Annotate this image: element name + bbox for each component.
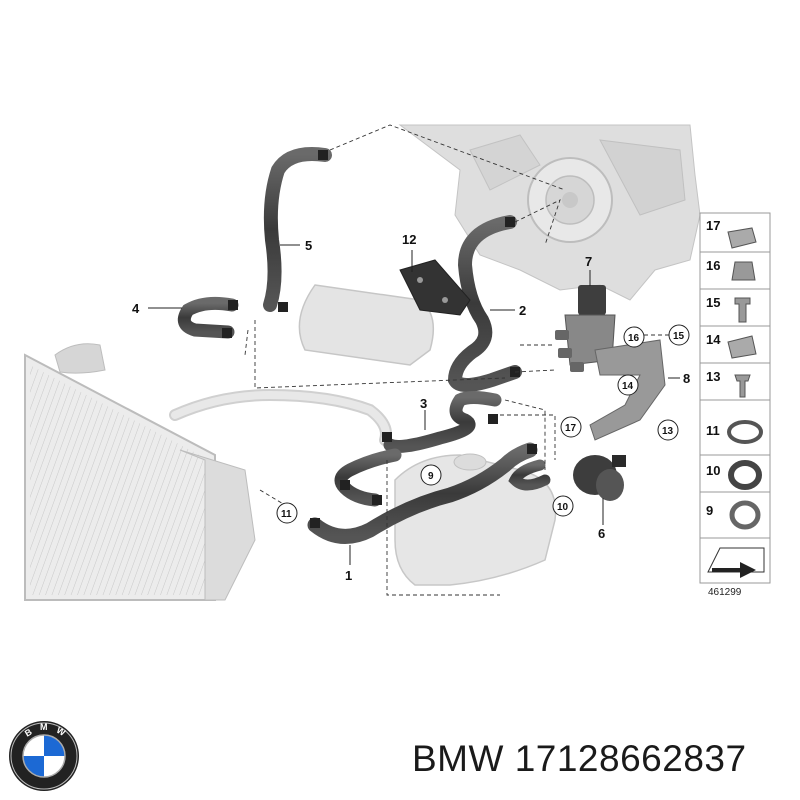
callout-13: 14 xyxy=(622,381,634,392)
circled-callout-labels: 11 9 10 17 16 15 14 13 xyxy=(281,331,685,520)
hose-2 xyxy=(447,215,522,392)
callout-10: 10 xyxy=(557,502,569,513)
legend-num-10: 10 xyxy=(706,463,720,478)
callouts: 5 4 12 2 7 3 8 1 6 xyxy=(132,232,690,583)
callout-15: 16 xyxy=(628,333,640,344)
nut-icon xyxy=(731,261,756,281)
hose-clamp-icon xyxy=(728,460,762,490)
legend-num-13: 13 xyxy=(706,369,720,384)
legend-num-16: 16 xyxy=(706,258,720,273)
clip-nut-icon xyxy=(727,335,757,359)
radiator xyxy=(24,343,256,601)
callout-14: 15 xyxy=(673,331,685,342)
hose-5 xyxy=(263,147,332,312)
callout-17: 13 xyxy=(662,426,674,437)
legend-num-17: 17 xyxy=(706,218,720,233)
callout-1: 1 xyxy=(345,568,352,583)
callout-11: 11 xyxy=(281,509,292,520)
screw-icon xyxy=(734,374,751,398)
hose-lower xyxy=(334,448,402,507)
callout-6: 6 xyxy=(598,526,605,541)
svg-text:B: B xyxy=(23,726,34,738)
bmw-logo-icon: B M W xyxy=(9,721,79,791)
engine-block xyxy=(398,124,701,301)
svg-text:M: M xyxy=(40,722,48,732)
callout-12: 12 xyxy=(402,232,416,247)
legend-num-11: 11 xyxy=(706,423,720,438)
hose-4 xyxy=(177,296,239,339)
bracket-8 xyxy=(589,339,666,441)
bolt-icon xyxy=(734,297,751,323)
legend-num-15: 15 xyxy=(706,295,720,310)
callout-8: 8 xyxy=(683,371,690,386)
callout-7: 7 xyxy=(585,254,592,269)
valve-7 xyxy=(555,285,616,372)
legend-num-14: 14 xyxy=(706,332,721,347)
callout-5: 5 xyxy=(305,238,312,253)
hose-1 xyxy=(307,442,538,544)
legend-num-9: 9 xyxy=(706,503,713,518)
hose-pump xyxy=(508,459,551,491)
circled-callouts xyxy=(276,324,690,524)
parts-legend: 17 16 15 14 13 11 10 9 461299 xyxy=(699,212,771,598)
reference-number: 461299 xyxy=(708,587,742,598)
pump-6 xyxy=(573,455,626,501)
callout-9: 9 xyxy=(428,471,434,482)
callout-2: 2 xyxy=(519,303,526,318)
expansion-tank xyxy=(394,453,557,586)
callout-4: 4 xyxy=(132,301,140,316)
callout-16: 17 xyxy=(565,423,577,434)
hose-clamp-icon xyxy=(727,420,763,444)
callout-3: 3 xyxy=(420,396,427,411)
leader-lines xyxy=(148,244,680,565)
guide-lines xyxy=(244,124,670,596)
bracket-12 xyxy=(399,259,471,316)
part-number-heading: BMW 17128662837 xyxy=(412,738,747,779)
hose-3 xyxy=(383,391,502,453)
hose-clamp-icon xyxy=(729,500,761,530)
clip-nut-icon xyxy=(727,227,757,249)
